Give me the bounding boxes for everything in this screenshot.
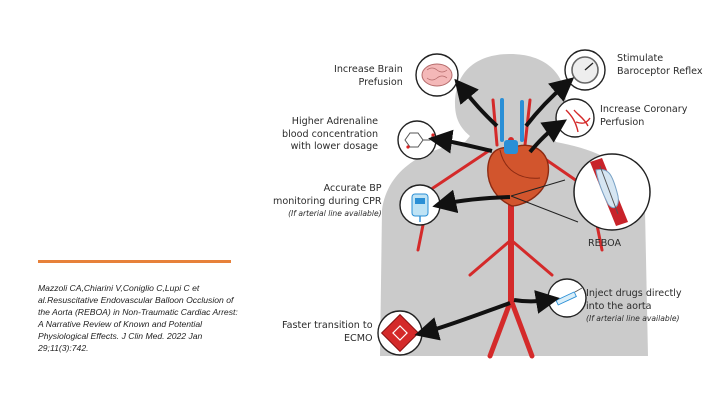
bp-monitor-icon xyxy=(399,184,441,226)
molecule-icon xyxy=(397,120,437,160)
brain-icon xyxy=(415,53,459,97)
bp-note: (If arterial line available) xyxy=(288,209,382,218)
baroreceptor-line-2: Baroceptor Reflex xyxy=(617,65,703,77)
ecmo-effect-label: Faster transition to ECMO xyxy=(282,320,373,345)
ecmo-icon xyxy=(377,310,423,356)
effect-arrows xyxy=(414,77,575,341)
brain-effect-label: Increase Brain Prefusion xyxy=(334,64,403,89)
baroreceptor-effect-label: Stimulate Baroceptor Reflex xyxy=(617,53,703,78)
drugs-line-1: Inject drugs directly xyxy=(586,288,682,299)
coronary-icon xyxy=(555,98,595,138)
vein-tree xyxy=(500,98,524,142)
syringe-icon xyxy=(547,278,587,318)
drugs-effect-label: Inject drugs directly into the aorta (If… xyxy=(586,288,682,326)
coronary-line-1: Increase Coronary xyxy=(600,104,688,115)
coronary-line-2: Perfusion xyxy=(600,116,645,128)
baroreceptor-line-1: Stimulate xyxy=(617,53,664,64)
adrenaline-line-2: blood concentration xyxy=(282,128,379,140)
adrenaline-line-3: with lower dosage xyxy=(290,141,379,152)
accent-rule xyxy=(38,260,231,263)
brain-line-1: Increase Brain xyxy=(334,64,403,75)
adrenaline-effect-label: Higher Adrenaline blood concentration wi… xyxy=(282,116,378,154)
drugs-line-2: into the aorta xyxy=(586,300,652,312)
ecmo-line-2: ECMO xyxy=(343,332,373,344)
bp-line-1: Accurate BP xyxy=(323,183,382,194)
citation: Mazzoli CA,Chiarini V,Coniglio C,Lupi C … xyxy=(38,283,238,353)
drugs-note: (If arterial line available) xyxy=(586,314,680,323)
reboa-zoom-icon xyxy=(510,153,651,231)
bp-line-2: monitoring during CPR xyxy=(273,195,382,207)
brain-line-2: Prefusion xyxy=(358,76,403,88)
reboa-label: REBOA xyxy=(588,238,622,249)
adrenaline-line-1: Higher Adrenaline xyxy=(291,116,379,127)
bp-effect-label: Accurate BP monitoring during CPR (If ar… xyxy=(273,183,382,221)
heart-icon xyxy=(487,140,550,207)
ecmo-line-1: Faster transition to xyxy=(282,320,373,331)
gauge-icon xyxy=(564,49,606,91)
coronary-effect-label: Increase Coronary Perfusion xyxy=(600,104,687,129)
